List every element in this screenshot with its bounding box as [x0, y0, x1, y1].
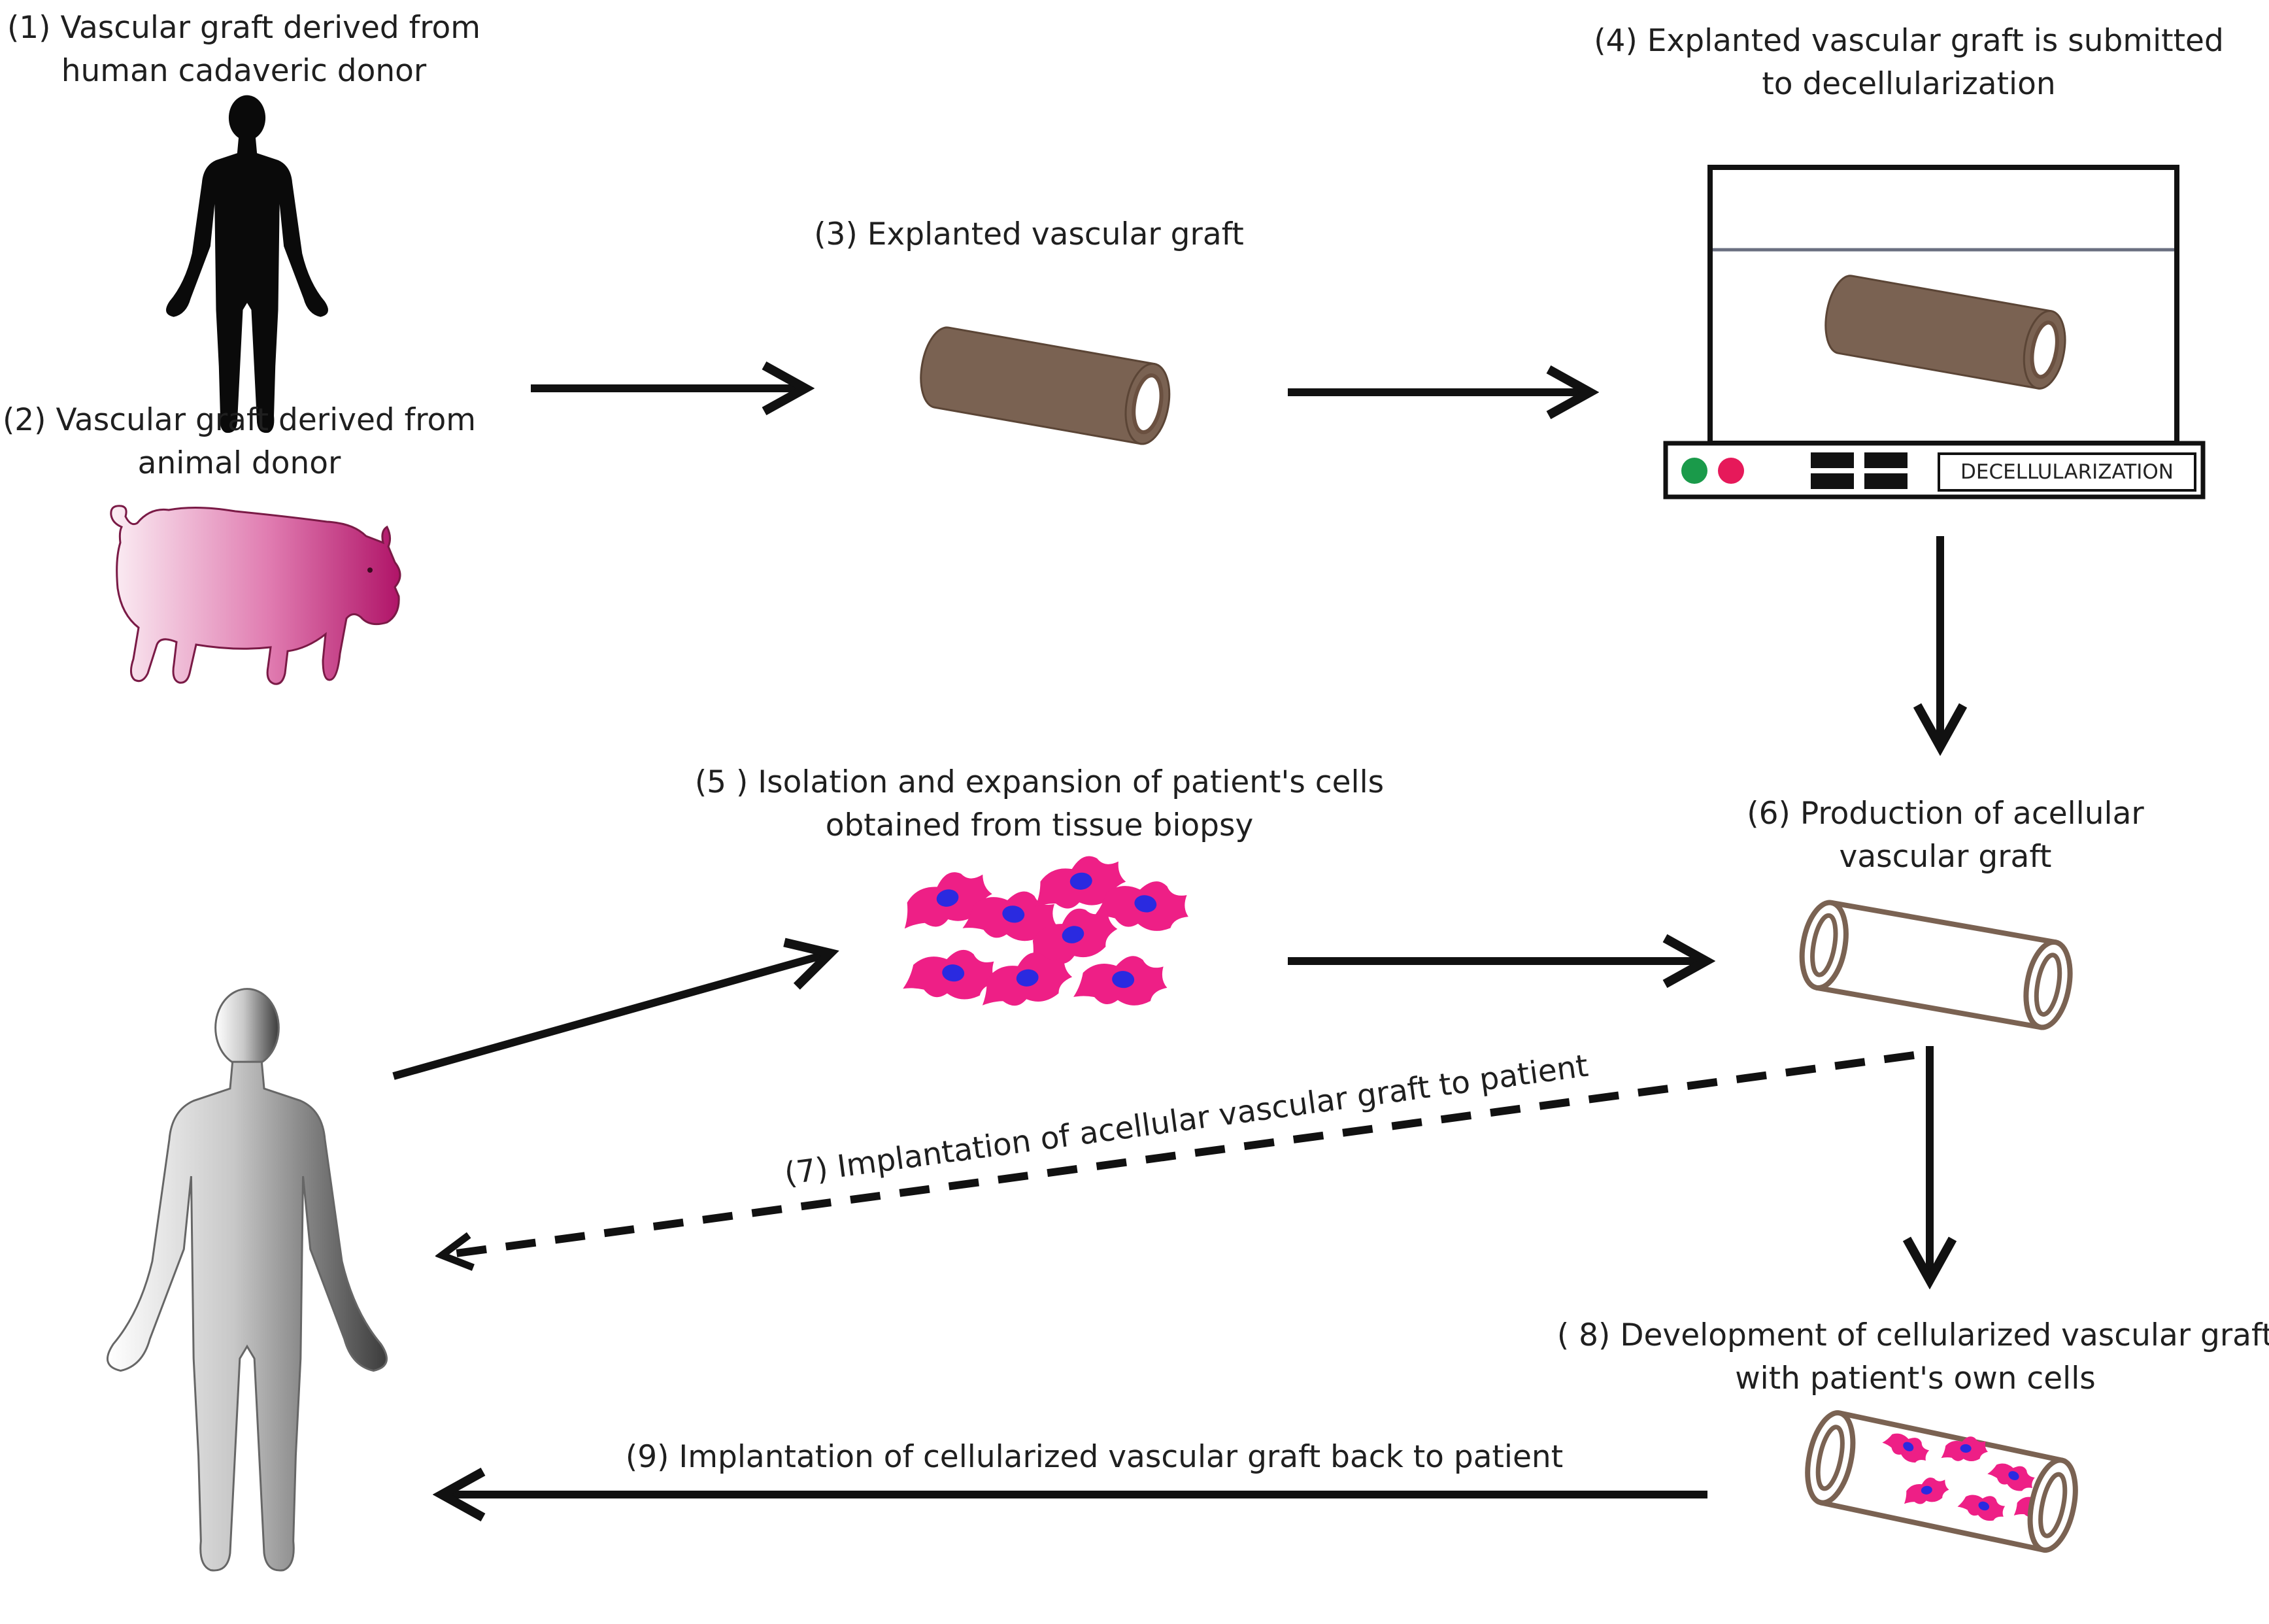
patient-silhouette-icon: [106, 988, 388, 1572]
step-3-label: (3) Explanted vascular graft: [814, 216, 1244, 252]
arrow-implant-acellular-dashed: [442, 1051, 1915, 1255]
step-2-label: (2) Vascular graft derived from animal d…: [2, 402, 477, 481]
acellular-graft-icon: [1799, 900, 2073, 1030]
arrow-patient-to-cells: [392, 953, 830, 1080]
step-6-label: (6) Production of acellular vascular gra…: [1747, 796, 2144, 875]
pig-icon: [110, 505, 401, 685]
cellularized-graft-icon: [1805, 1410, 2078, 1553]
status-led-red: [1718, 458, 1744, 484]
step-4-label: (4) Explanted vascular graft is submitte…: [1594, 23, 2224, 102]
status-led-green: [1681, 458, 1707, 484]
vascular-graft-icon: [920, 326, 1171, 445]
step-8-label: ( 8) Development of cellularized vascula…: [1556, 1317, 2269, 1396]
cell-cluster-icon: [895, 852, 1194, 1011]
human-donor-silhouette-icon: [166, 95, 328, 433]
step-5-label: (5 ) Isolation and expansion of patient'…: [694, 764, 1385, 843]
decellularization-display-label: DECELLULARIZATION: [1960, 460, 2174, 484]
decellularization-machine-icon: DECELLULARIZATION: [1663, 165, 2206, 499]
step-9-label: (9) Implantation of cellularized vascula…: [625, 1439, 1564, 1475]
step-1-label: (1) Vascular graft derived from human ca…: [7, 10, 481, 89]
